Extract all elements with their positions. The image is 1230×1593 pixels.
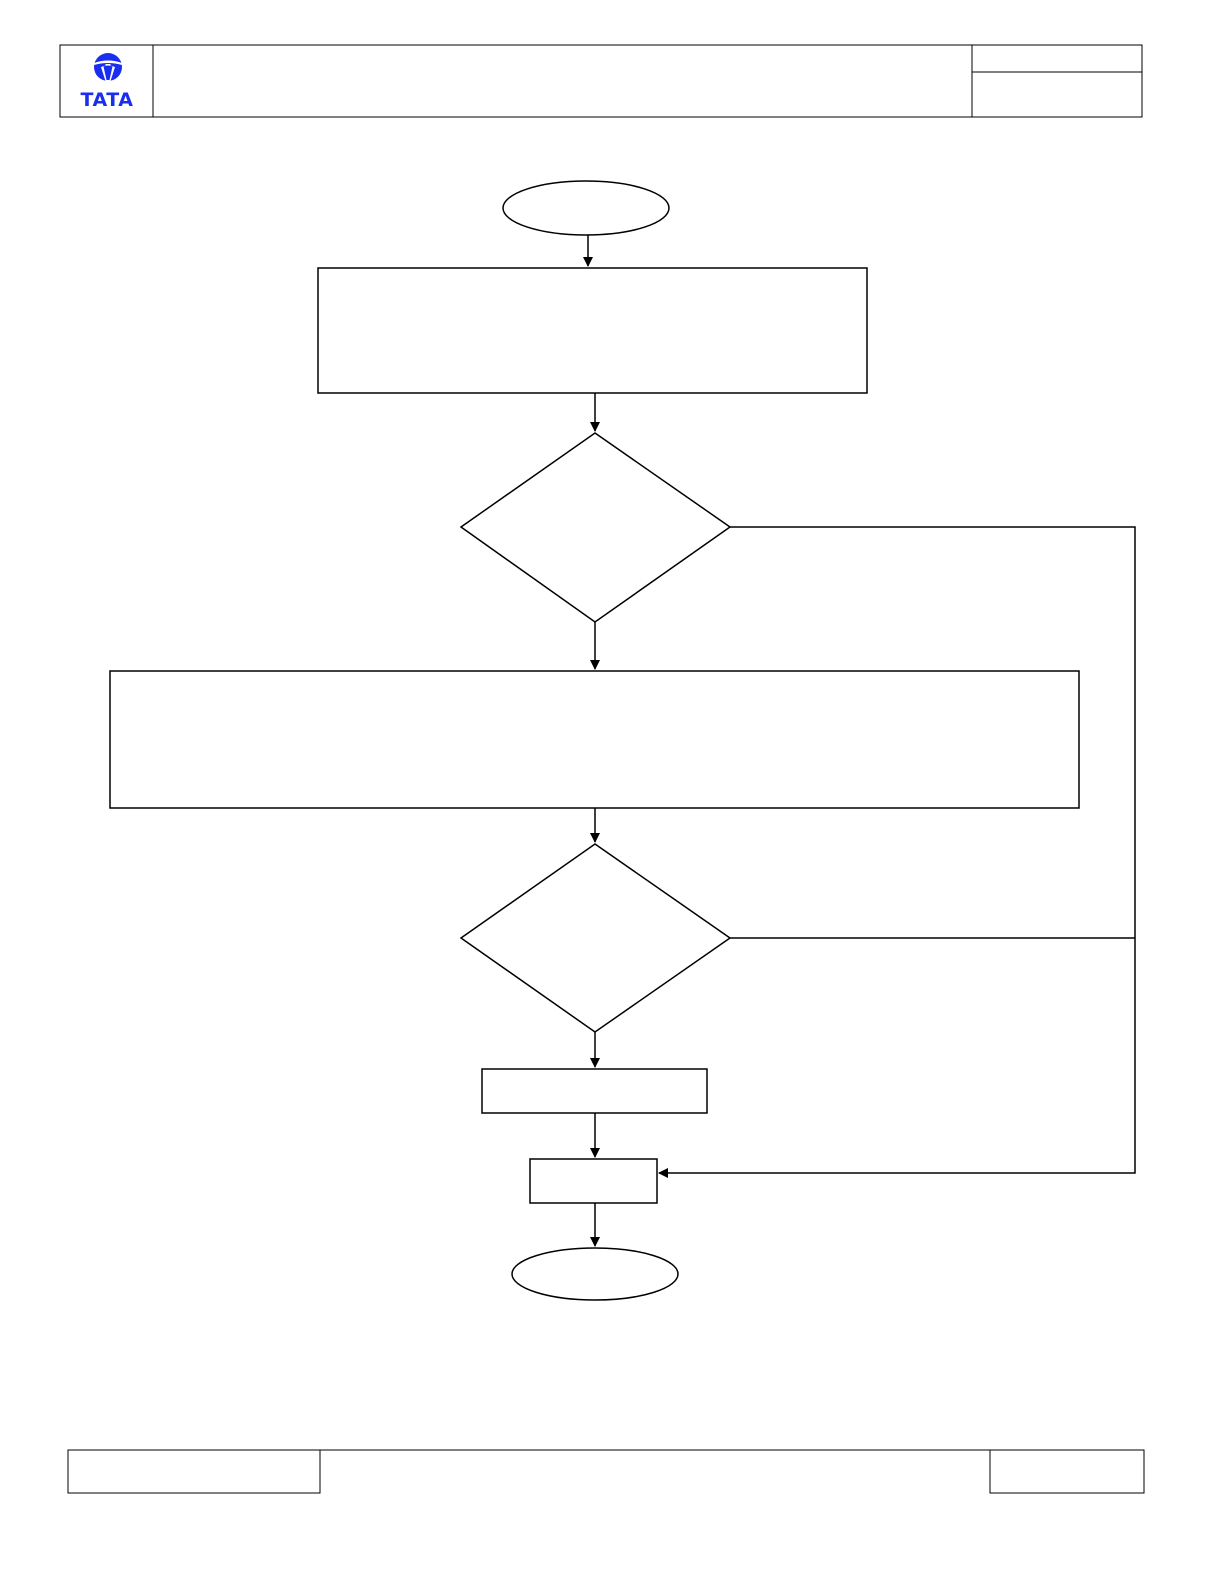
footer-table [67,1449,1145,1494]
footer-cell-left [67,1449,321,1494]
flowchart [109,180,1080,1301]
connectors [583,235,1136,1247]
process-box-4 [529,1158,658,1204]
header-frame [59,44,1143,118]
start-terminator [502,180,670,236]
footer-cell-right [989,1449,1145,1494]
decision-diamond-1 [459,432,732,623]
end-terminator [511,1247,679,1301]
process-box-1 [317,267,868,394]
decision-diamond-2 [459,843,732,1033]
arrow-decision-1-bypass-to-process-4 [658,526,1136,1178]
tata-emblem-icon [94,53,122,81]
header-table [59,44,1143,118]
process-box-3 [481,1068,708,1114]
logo-wordmark: TATA [81,89,134,111]
tata-logo: TATA [81,53,134,111]
process-box-2 [109,670,1080,809]
